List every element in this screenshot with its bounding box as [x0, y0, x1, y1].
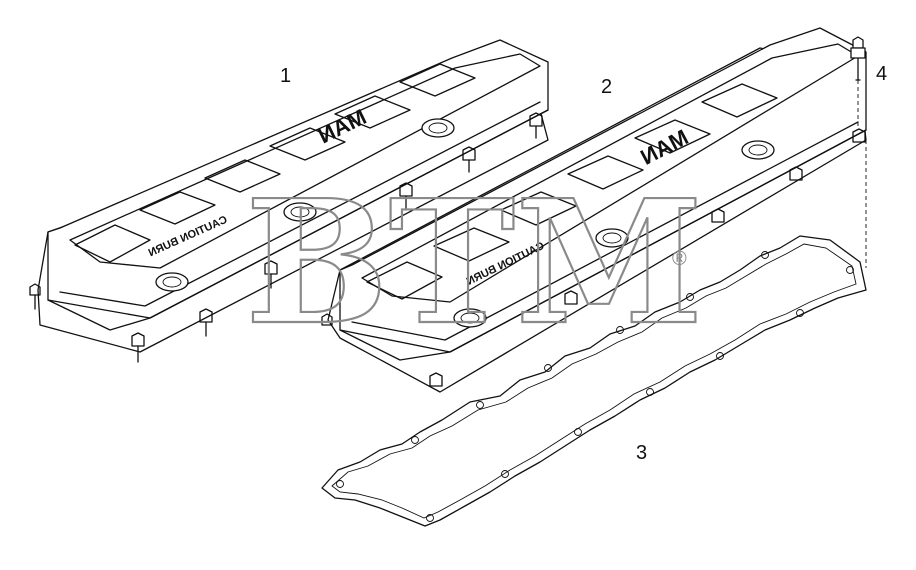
watermark-registered-mark: ® — [672, 248, 687, 270]
callout-4: 4 — [876, 63, 887, 85]
bolt-4 — [850, 36, 867, 268]
watermark-text: BTM — [245, 163, 703, 363]
gasket-3 — [321, 235, 867, 527]
callout-2: 2 — [601, 76, 612, 98]
watermark: BTM ® — [244, 162, 705, 364]
valve-cover-1: MAN CAUTION BURN — [29, 39, 549, 363]
callout-1: 1 — [280, 65, 291, 87]
callout-3: 3 — [636, 442, 647, 464]
